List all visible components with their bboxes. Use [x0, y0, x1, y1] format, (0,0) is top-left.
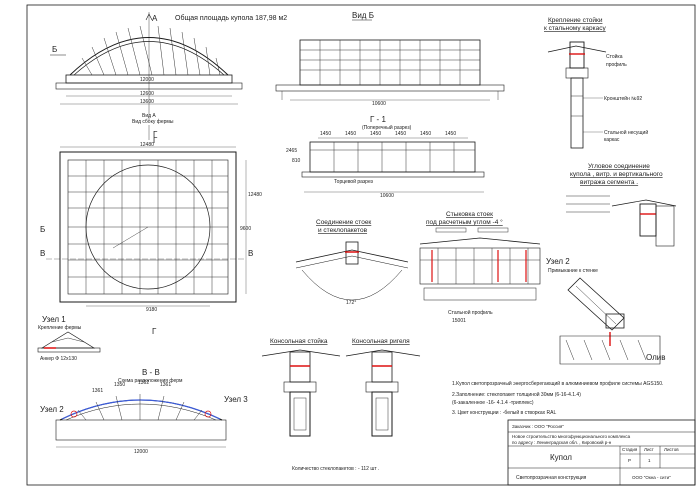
angle-joint-detail: Стыковка стоек под расчетным углом -4 ° … — [419, 211, 541, 324]
view-b: Вид Б 10600 — [275, 11, 505, 107]
arc-seg-3: 1362 — [138, 380, 149, 386]
note-1: 1.Купол светопрозрачный энергосберегающи… — [452, 380, 663, 387]
uzel1-sub: Крепление фермы — [38, 325, 82, 331]
uzel2-detail: Узел 2 Примыкание к стенке Олив — [546, 257, 666, 365]
dim-plan-12480-v: 12480 — [248, 192, 262, 198]
uzel2-right-sub: Примыкание к стенке — [548, 268, 598, 274]
glass-count: Количество стеклопакетов : - 112 шт . — [292, 466, 379, 472]
arc-seg-4: 1361 — [160, 382, 171, 388]
corner-title-1: Угловое соединение — [588, 163, 650, 170]
section-g-sub: (Поперечный разрез) — [362, 124, 412, 131]
tb-customer: Заказчик : ООО "Россия" — [512, 424, 564, 429]
tb-object-2: по адресу : Ленинградская обл. , Кировск… — [512, 439, 612, 445]
section-g1: Г - 1 (Поперечный разрез) 1450 1450 1450… — [286, 115, 485, 199]
section-top-sub: Торцевой разрез — [334, 178, 374, 185]
tb-name: Купол — [550, 453, 572, 462]
konsol-rigelya-title: Консольная ригеля — [352, 338, 410, 345]
bb-truss-layout: В - В Схема расположения ферм 1361 1350 … — [40, 368, 248, 455]
dim-section-width: 10600 — [380, 193, 394, 199]
marker-b: Б — [52, 45, 57, 54]
tb-org: ООО "Окна - сити" — [632, 475, 671, 480]
marker-b-plan: Б — [40, 225, 45, 234]
dim-plan-9600: 9600 — [240, 226, 251, 232]
tb-col-sheets: Листов — [664, 447, 679, 452]
dim-13600: 13600 — [140, 99, 154, 105]
connection-detail: Соединение стоек и стеклопакетов 172° — [295, 219, 409, 306]
tb-val-sheet: 1 — [648, 458, 651, 463]
krep-title-2: к стальному каркасу — [544, 25, 606, 32]
uzel3-left-label: Узел 3 — [224, 395, 248, 404]
anchor-label: Анкер Ф 12x130 — [40, 356, 77, 362]
marker-g-mid: Г — [153, 136, 158, 145]
title-block: Заказчик : ООО "Россия" Новое строительс… — [507, 419, 696, 486]
dome-side-view: Общая площадь купола 187,98 м2 А Б 12000… — [50, 12, 287, 140]
dim-12600: 12600 — [140, 91, 154, 97]
dim-bb-width: 12000 — [134, 449, 148, 455]
uzel2-right-title: Узел 2 — [546, 257, 570, 266]
console-stoiki: Консольная стойка — [261, 337, 341, 437]
dim-12000: 12000 — [140, 77, 154, 83]
dim-1450-b: 1450 — [345, 131, 356, 137]
notes: 1.Купол светопрозрачный энергосберегающи… — [452, 380, 663, 416]
stoika-label: Стойка — [606, 53, 623, 60]
mounting-detail: Крепление стойки к стальному каркасу Сто… — [544, 16, 648, 149]
dim-1450-e: 1450 — [420, 131, 431, 137]
arc-seg-1: 1361 — [92, 388, 103, 394]
note-4: 3. Цвет конструкции : -белый в створках … — [452, 409, 556, 416]
dim-2465: 2465 — [286, 148, 297, 154]
plan-view: Г 12480 9180 9600 12480 Б В В Г — [40, 136, 262, 336]
dim-15001: 15001 — [452, 318, 466, 324]
dim-810: 810 — [292, 158, 301, 164]
dim-view-b: 10600 — [372, 101, 386, 107]
dim-1450-c: 1450 — [370, 131, 381, 137]
sheet-frame — [26, 4, 696, 486]
tb-desc: Светопрозрачная конструкция — [516, 475, 587, 481]
header-title: Общая площадь купола 187,98 м2 — [175, 14, 287, 22]
connection-title-2: и стеклопакетов — [318, 227, 368, 234]
dim-plan-9180: 9180 — [146, 307, 157, 313]
angle-deg: 172° — [346, 300, 356, 306]
karkas-label-1: Стальной несущий — [604, 129, 648, 136]
tb-object-1: Новое строительство многофункционального… — [512, 434, 631, 439]
profile-label: профиль — [606, 62, 627, 68]
tb-col-stage: Стадия — [622, 447, 638, 452]
arc-seg-2: 1350 — [114, 382, 125, 388]
tb-val-stage: Р — [628, 458, 631, 463]
corner-connection: Угловое соединение купола , витр. и верт… — [566, 163, 677, 247]
dim-1450-a: 1450 — [320, 131, 331, 137]
marker-g-bot: Г — [152, 327, 157, 336]
dim-1450-d: 1450 — [395, 131, 406, 137]
krep-title-1: Крепление стойки — [548, 16, 603, 24]
bb-sub: Схема расположения ферм — [118, 378, 183, 384]
uzel1-detail: Узел 1 Крепление фермы Анкер Ф 12x130 — [37, 315, 101, 362]
bb-title: В - В — [142, 368, 160, 377]
marker-a: А — [152, 14, 158, 23]
marker-g-top: Г — [153, 130, 158, 139]
vid-a-sub: Вид сбоку фермы — [132, 119, 174, 125]
console-rigelya: Консольная ригеля — [345, 338, 421, 437]
corner-title-3: витража сегмента . — [580, 179, 638, 186]
tb-col-sheet: Лист — [644, 447, 654, 452]
note-3: (6-закаленное -16- 4.1.4 -триплекс) — [452, 400, 534, 406]
karkas-label-2: каркас — [604, 137, 620, 143]
connection-title-1: Соединение стоек — [316, 219, 371, 226]
vid-a-title: Вид А — [142, 113, 156, 119]
section-g-title: Г - 1 — [370, 115, 386, 124]
marker-v-plan-l: В — [40, 249, 45, 258]
uzel2-left-label: Узел 2 — [40, 405, 64, 414]
oliva-label: Олив — [646, 353, 666, 362]
marker-v-plan-r: В — [248, 249, 253, 258]
note-2: 2.Заполнение: стеклопакет толщиной 30мм … — [452, 391, 581, 398]
corner-title-2: купола , витр. и вертикального — [570, 171, 663, 178]
kronshtein-label: Кронштейн №92 — [604, 95, 642, 102]
dim-1450-f: 1450 — [445, 131, 456, 137]
dim-plan-12480: 12480 — [140, 142, 154, 148]
steel-profile-label: Стальной профиль — [448, 309, 493, 316]
view-b-title: Вид Б — [352, 11, 374, 20]
konsol-stoiki-title: Консольная стойка — [270, 337, 328, 345]
uzel1-title: Узел 1 — [42, 315, 66, 324]
angle-title-1: Стыковка стоек — [446, 211, 493, 218]
angle-title-2: под расчетным углом -4 ° — [426, 218, 503, 226]
